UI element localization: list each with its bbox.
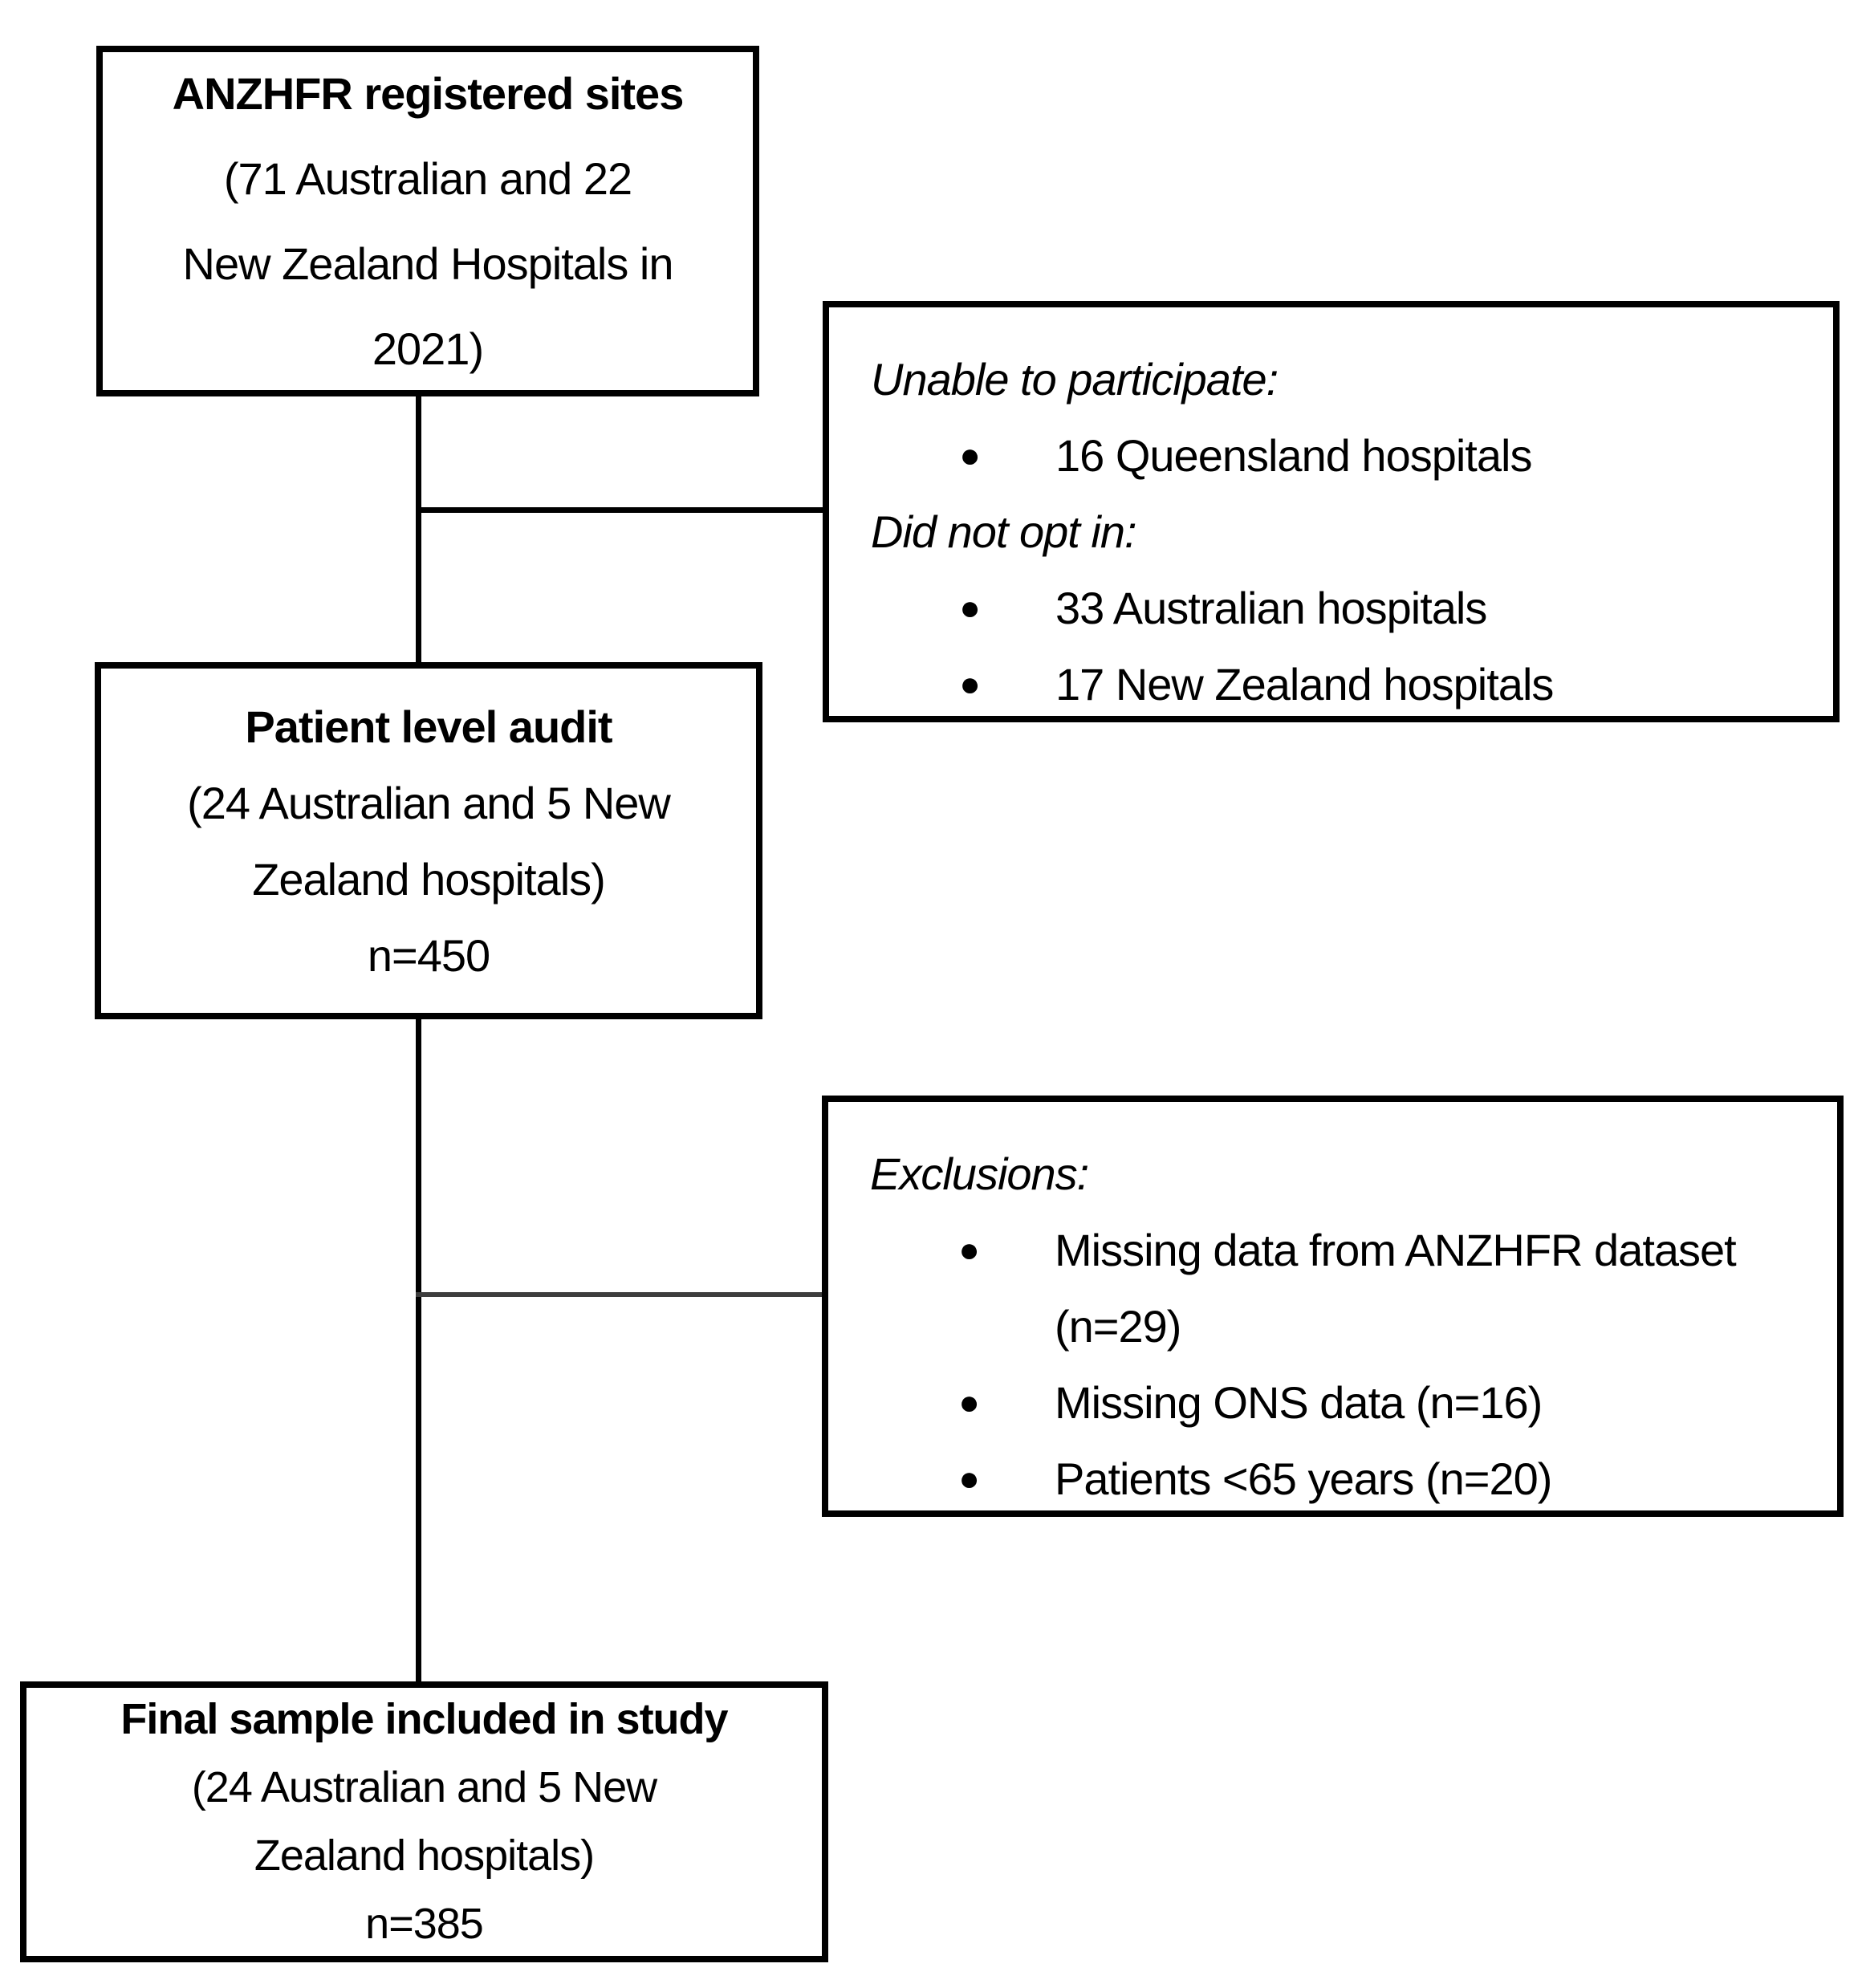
list-item: ● 33 Australian hospitals: [871, 570, 1809, 646]
connector-branch-to-unable: [416, 507, 826, 513]
exclusions-bullet3-text: Patients <65 years (n=20): [1055, 1453, 1552, 1504]
bullet-icon: ●: [959, 588, 981, 628]
patient-audit-count: n=450: [367, 929, 490, 981]
connector-registered-to-patient: [416, 393, 421, 665]
exclusions-bullet2-text: Missing ONS data (n=16): [1055, 1377, 1543, 1428]
registered-sites-title: ANZHFR registered sites: [172, 67, 685, 119]
box-final-sample: Final sample included in study (24 Austr…: [20, 1681, 828, 1962]
patient-audit-line2: Zealand hospitals): [252, 853, 606, 905]
patient-audit-line1: (24 Australian and 5 New: [187, 777, 671, 828]
final-sample-title: Final sample included in study: [120, 1695, 728, 1743]
final-sample-count: n=385: [365, 1900, 484, 1948]
exclusions-heading: Exclusions:: [870, 1148, 1089, 1199]
box-unable-to-participate: Unable to participate: ● 16 Queensland h…: [823, 301, 1840, 722]
registered-sites-line3: 2021): [372, 323, 484, 374]
exclusions-bullet1-text: Missing data from ANZHFR dataset (n=29): [1055, 1212, 1737, 1364]
bullet-icon: ●: [958, 1230, 980, 1270]
list-item: ● Missing ONS data (n=16): [870, 1364, 1813, 1441]
list-item: ● Patients <65 years (n=20): [870, 1441, 1813, 1517]
did-not-opt-in-heading: Did not opt in:: [871, 506, 1137, 557]
unable-heading: Unable to participate:: [871, 354, 1279, 405]
list-item: ● 17 New Zealand hospitals: [871, 646, 1809, 722]
unable-bullet1-text: 16 Queensland hospitals: [1055, 430, 1532, 481]
opt-in-bullet2-text: 17 New Zealand hospitals: [1055, 659, 1554, 709]
box-patient-level-audit: Patient level audit (24 Australian and 5…: [95, 662, 762, 1019]
bullet-icon: ●: [958, 1459, 980, 1498]
opt-in-bullet1-text: 33 Australian hospitals: [1055, 583, 1487, 633]
final-sample-line1: (24 Australian and 5 New: [191, 1763, 657, 1811]
connector-branch-to-exclusions: [416, 1292, 825, 1297]
registered-sites-line1: (71 Australian and 22: [223, 152, 632, 204]
registered-sites-line2: New Zealand Hospitals in: [182, 238, 674, 289]
box-exclusions: Exclusions: ● Missing data from ANZHFR d…: [822, 1096, 1844, 1517]
exclusions-bullet1-line1: Missing data from ANZHFR dataset: [1055, 1225, 1737, 1275]
connector-patient-to-final: [416, 1016, 421, 1685]
exclusions-bullet1-line2: (n=29): [1055, 1301, 1181, 1352]
bullet-icon: ●: [959, 436, 981, 475]
bullet-icon: ●: [959, 665, 981, 704]
box-registered-sites: ANZHFR registered sites (71 Australian a…: [96, 46, 759, 396]
bullet-icon: ●: [958, 1383, 980, 1422]
patient-audit-title: Patient level audit: [245, 701, 612, 752]
list-item: ● Missing data from ANZHFR dataset (n=29…: [870, 1212, 1813, 1364]
final-sample-line2: Zealand hospitals): [254, 1831, 595, 1880]
list-item: ● 16 Queensland hospitals: [871, 417, 1809, 494]
